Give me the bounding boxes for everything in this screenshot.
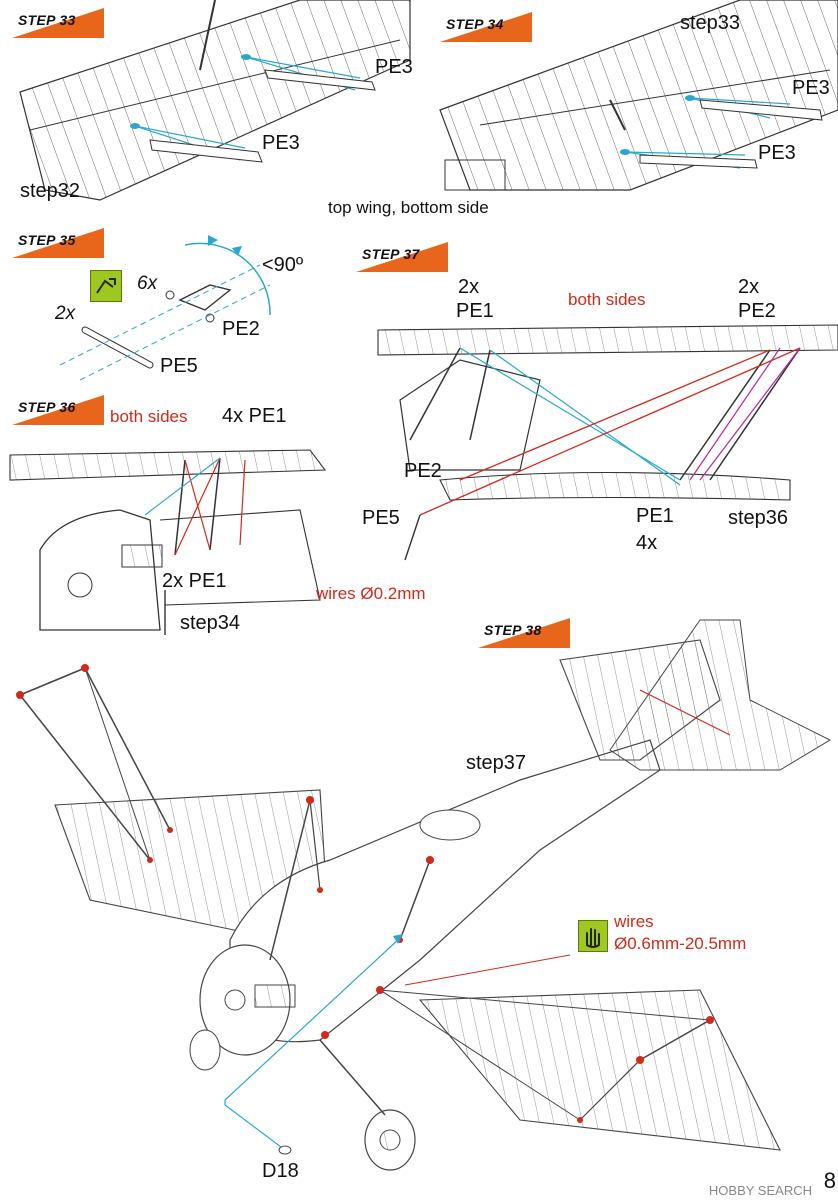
step35-parts-drawing bbox=[59, 235, 271, 381]
step-35-label: STEP 35 bbox=[18, 232, 76, 248]
step36-fuselage-drawing bbox=[9, 449, 327, 635]
step37-pe1-qty: 2x bbox=[458, 276, 480, 298]
step37-both-sides: both sides bbox=[568, 290, 646, 309]
step-34-label: STEP 34 bbox=[446, 16, 504, 32]
step-33-badge: STEP 33 bbox=[12, 8, 104, 38]
step33-pe3-label-b: PE3 bbox=[262, 132, 300, 154]
step36-both-sides: both sides bbox=[110, 407, 188, 426]
step37-pe2-left: PE2 bbox=[404, 460, 442, 482]
turn-over-icon bbox=[90, 270, 122, 302]
step-33-label: STEP 33 bbox=[18, 12, 76, 28]
step33-pe3-label-a: PE3 bbox=[375, 56, 413, 78]
step37-pe1-bottom: PE1 bbox=[636, 505, 674, 527]
step37-pe5-label: PE5 bbox=[362, 507, 400, 529]
step-36-label: STEP 36 bbox=[18, 399, 76, 415]
page-number: 8 bbox=[823, 1168, 836, 1193]
step36-pe1-top: 4x PE1 bbox=[222, 405, 287, 427]
step-36-badge: STEP 36 bbox=[12, 395, 104, 425]
step38-aircraft-drawing bbox=[16, 619, 832, 1171]
step38-ref-label: step37 bbox=[466, 752, 527, 774]
step37-pe1-bottom-qty: 4x bbox=[636, 532, 658, 554]
step-34-badge: STEP 34 bbox=[440, 12, 532, 42]
step33-wing-drawing bbox=[19, 0, 411, 201]
step34-wing-drawing bbox=[439, 0, 838, 191]
step-38-label: STEP 38 bbox=[484, 622, 542, 638]
step38-wires-label: wires bbox=[614, 912, 654, 931]
hand-icon bbox=[578, 920, 608, 952]
step38-d18-label: D18 bbox=[262, 1160, 299, 1182]
hobby-search-watermark: HOBBY SEARCH bbox=[708, 1183, 812, 1198]
step35-pe5-label: PE5 bbox=[160, 355, 198, 377]
step35-qty-pe2: 6x bbox=[137, 273, 158, 294]
step37-pe2-qty: 2x bbox=[738, 276, 760, 298]
step-37-badge: STEP 37 bbox=[356, 242, 448, 272]
step37-ref-label: step36 bbox=[728, 507, 789, 529]
step34-ref-label: step33 bbox=[680, 12, 741, 34]
step-38-badge: STEP 38 bbox=[478, 618, 570, 648]
step36-ref-label: step34 bbox=[180, 612, 241, 634]
step37-pe1-label: PE1 bbox=[456, 300, 494, 322]
step-35-badge: STEP 35 bbox=[12, 228, 104, 258]
step38-wires-spec: Ø0.6mm-20.5mm bbox=[614, 934, 747, 953]
step-37-label: STEP 37 bbox=[362, 246, 420, 262]
step37-pe2-label: PE2 bbox=[738, 300, 776, 322]
step33-ref-label: step32 bbox=[20, 180, 81, 202]
step36-pe1-bottom: 2x PE1 bbox=[162, 570, 227, 592]
wing-caption: top wing, bottom side bbox=[328, 198, 489, 217]
wires-02-label: wires Ø0.2mm bbox=[316, 584, 426, 603]
step37-wings-drawing bbox=[377, 324, 838, 561]
step34-pe3-label-a: PE3 bbox=[792, 77, 830, 99]
step34-pe3-label-b: PE3 bbox=[758, 142, 796, 164]
step35-angle-label: <90º bbox=[262, 254, 304, 276]
step35-pe2-label: PE2 bbox=[222, 318, 260, 340]
step35-qty-pe5: 2x bbox=[55, 303, 76, 324]
